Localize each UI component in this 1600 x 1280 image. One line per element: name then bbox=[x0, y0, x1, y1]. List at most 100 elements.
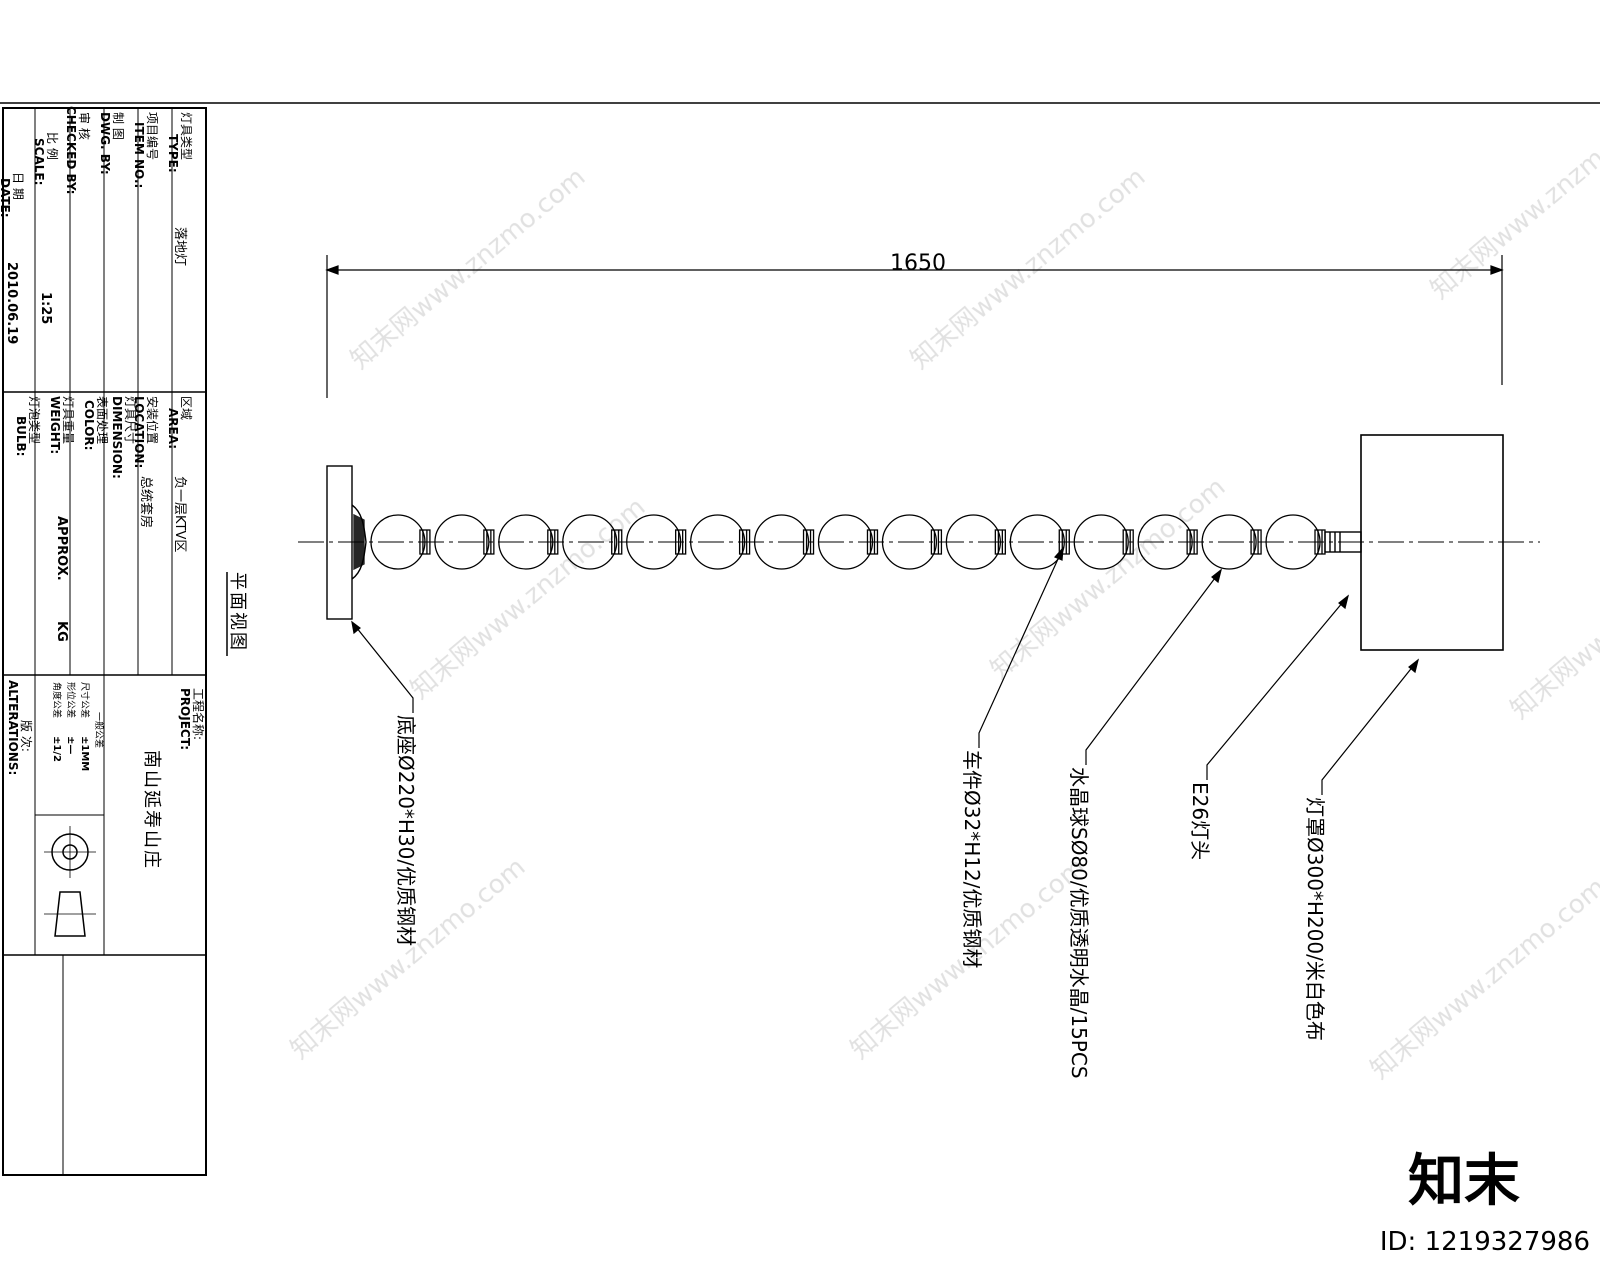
base-neck bbox=[351, 504, 367, 580]
leader-crystal-ball bbox=[1085, 569, 1222, 765]
checked-label-cn: 审 核 bbox=[77, 112, 92, 140]
turned-part-connector bbox=[738, 529, 751, 555]
bulb-label-en: BULB: bbox=[14, 416, 28, 456]
project-label-en: PROJECT: bbox=[178, 688, 192, 750]
project-value: 南山延寿山庄 bbox=[141, 750, 162, 870]
lamp-top bbox=[1324, 434, 1504, 651]
weight-approx: APPROX. bbox=[54, 516, 69, 581]
label-lampshade: 灯罩Ø300*H200/米白色布 bbox=[1303, 797, 1327, 1041]
label-base: 底座Ø220*H30/优质钢材 bbox=[394, 715, 418, 946]
turned-part-connector bbox=[802, 529, 815, 555]
label-turned-part: 车件Ø32*H12/优质钢材 bbox=[960, 750, 984, 968]
dimension-arrow-left bbox=[325, 265, 339, 275]
turned-part-connector bbox=[994, 529, 1006, 555]
crystal-ball bbox=[1073, 514, 1129, 570]
watermark-text: 知末网www.znzmo.com bbox=[1365, 872, 1600, 1085]
crystal-ball bbox=[753, 514, 810, 570]
location-label-cn: 安装位置 bbox=[145, 396, 160, 444]
alterations-label-en: ALTERATIONS: bbox=[6, 680, 20, 775]
leader-lamp-holder bbox=[1206, 595, 1349, 780]
crystal-ball bbox=[562, 514, 618, 570]
scale-label-en: SCALE: bbox=[32, 138, 46, 185]
watermark-text: 知末网www.znzmo.com bbox=[1505, 512, 1600, 725]
drawn-label-cn: 制 图 bbox=[111, 112, 125, 140]
item-label-cn: 项目编号 bbox=[145, 112, 160, 160]
scale-value: 1:25 bbox=[38, 292, 53, 324]
tolerance-3-value: ±1/2 bbox=[51, 736, 62, 762]
area-value: 负一层KTV区 bbox=[172, 476, 187, 552]
leader-lampshade bbox=[1321, 659, 1419, 795]
dimension-value: 1650 bbox=[890, 251, 946, 276]
crystal-ball bbox=[817, 514, 874, 570]
project-label-cn: 工程名称: bbox=[191, 688, 206, 740]
logo-text: 知末 bbox=[1408, 1149, 1520, 1214]
turned-part-connector bbox=[1186, 529, 1198, 555]
area-label-cn: 区域 bbox=[179, 396, 193, 420]
watermark-text: 知末网www.znzmo.com bbox=[345, 162, 591, 375]
crystal-ball bbox=[370, 514, 426, 570]
date-value: 2010.06.19 bbox=[4, 262, 19, 344]
weight-label-cn: 灯具重量 bbox=[61, 396, 75, 444]
type-label-en: TYPE: bbox=[166, 134, 180, 173]
watermark-text: 知末网www.znzmo.com bbox=[985, 472, 1231, 685]
location-value: 总统套房 bbox=[138, 476, 154, 528]
crystal-ball bbox=[945, 514, 1001, 570]
turned-part-connector bbox=[930, 529, 943, 555]
watermark-text: 知末网www.znzmo.com bbox=[1425, 92, 1600, 305]
crystal-ball bbox=[1265, 514, 1321, 570]
crystal-ball bbox=[690, 514, 746, 570]
turned-part-connector bbox=[611, 529, 623, 555]
title-block bbox=[2, 107, 207, 1176]
turned-part-connector bbox=[1122, 529, 1134, 555]
turned-part-connector bbox=[483, 529, 495, 555]
tolerance-1-value: ±1MM bbox=[79, 736, 90, 771]
turned-part-connector bbox=[547, 529, 559, 555]
crystal-ball bbox=[881, 514, 938, 570]
turned-part-connector bbox=[419, 529, 431, 555]
crystal-ball bbox=[434, 514, 490, 570]
view-label: 平面视图 bbox=[227, 572, 248, 652]
dimension-label-en: DIMENSION: bbox=[110, 396, 124, 479]
view-title: 平面视图 bbox=[226, 572, 248, 656]
leader-base bbox=[351, 621, 414, 713]
type-value: 落地灯 bbox=[172, 227, 187, 266]
dimension-arrow-right bbox=[1490, 265, 1504, 275]
crystal-ball bbox=[1137, 514, 1193, 570]
weight-unit: KG bbox=[54, 621, 69, 642]
item-label-en: ITEM NO.: bbox=[132, 122, 146, 188]
lamp-base bbox=[326, 465, 367, 620]
crystal-ball bbox=[626, 514, 682, 570]
color-label-en: COLOR: bbox=[82, 400, 96, 450]
leader-turned-part bbox=[978, 547, 1064, 748]
crystal-ball bbox=[498, 514, 554, 570]
dimension-line bbox=[325, 255, 1504, 398]
tolerance-3-label: 角度公差 bbox=[51, 682, 63, 718]
tolerance-2-value: ±— bbox=[65, 736, 76, 754]
title-block-text: 灯具类型 TYPE: 落地灯 区域 AREA: 负一层KTV区 项目编号 ITE… bbox=[0, 106, 206, 870]
projection-symbol-icon bbox=[44, 826, 96, 937]
tolerance-2-label: 形位公差 bbox=[65, 682, 77, 718]
brand-logo: 知末 ID: 1219327986 bbox=[1380, 1149, 1590, 1257]
area-label-en: AREA: bbox=[166, 408, 180, 449]
watermark-layer: 知末网www.znzmo.com 知末网www.znzmo.com 知末网www… bbox=[285, 92, 1600, 1085]
checked-label-en: CHECKED BY: bbox=[64, 106, 78, 194]
lampshade bbox=[1360, 434, 1504, 651]
leader-lines bbox=[351, 546, 1420, 795]
turned-part-connector bbox=[675, 529, 687, 555]
color-label-cn: 表面处理 bbox=[95, 396, 109, 444]
date-label-cn: 日 期 bbox=[11, 172, 25, 200]
tolerance-1-label: 尺寸公差 bbox=[79, 682, 91, 718]
turned-part-connector bbox=[866, 529, 879, 555]
id-label: ID: 1219327986 bbox=[1380, 1227, 1590, 1257]
crystal-ball bbox=[1201, 514, 1257, 570]
dimension-label-cn: 灯具尺寸 bbox=[123, 396, 137, 444]
bulb-label-cn: 灯泡类型 bbox=[27, 396, 41, 444]
location-label-en: LOCATION: bbox=[132, 396, 146, 468]
crystal-ball bbox=[1009, 514, 1065, 570]
drawn-label-en: DWG. BY: bbox=[98, 112, 112, 175]
alterations-label-cn: 版 次: bbox=[19, 720, 33, 752]
turned-part-connector bbox=[1250, 529, 1262, 555]
base-plate bbox=[326, 465, 353, 620]
weight-label-en: WEIGHT: bbox=[48, 396, 62, 454]
tolerance-title: 一般公差 bbox=[93, 712, 105, 748]
